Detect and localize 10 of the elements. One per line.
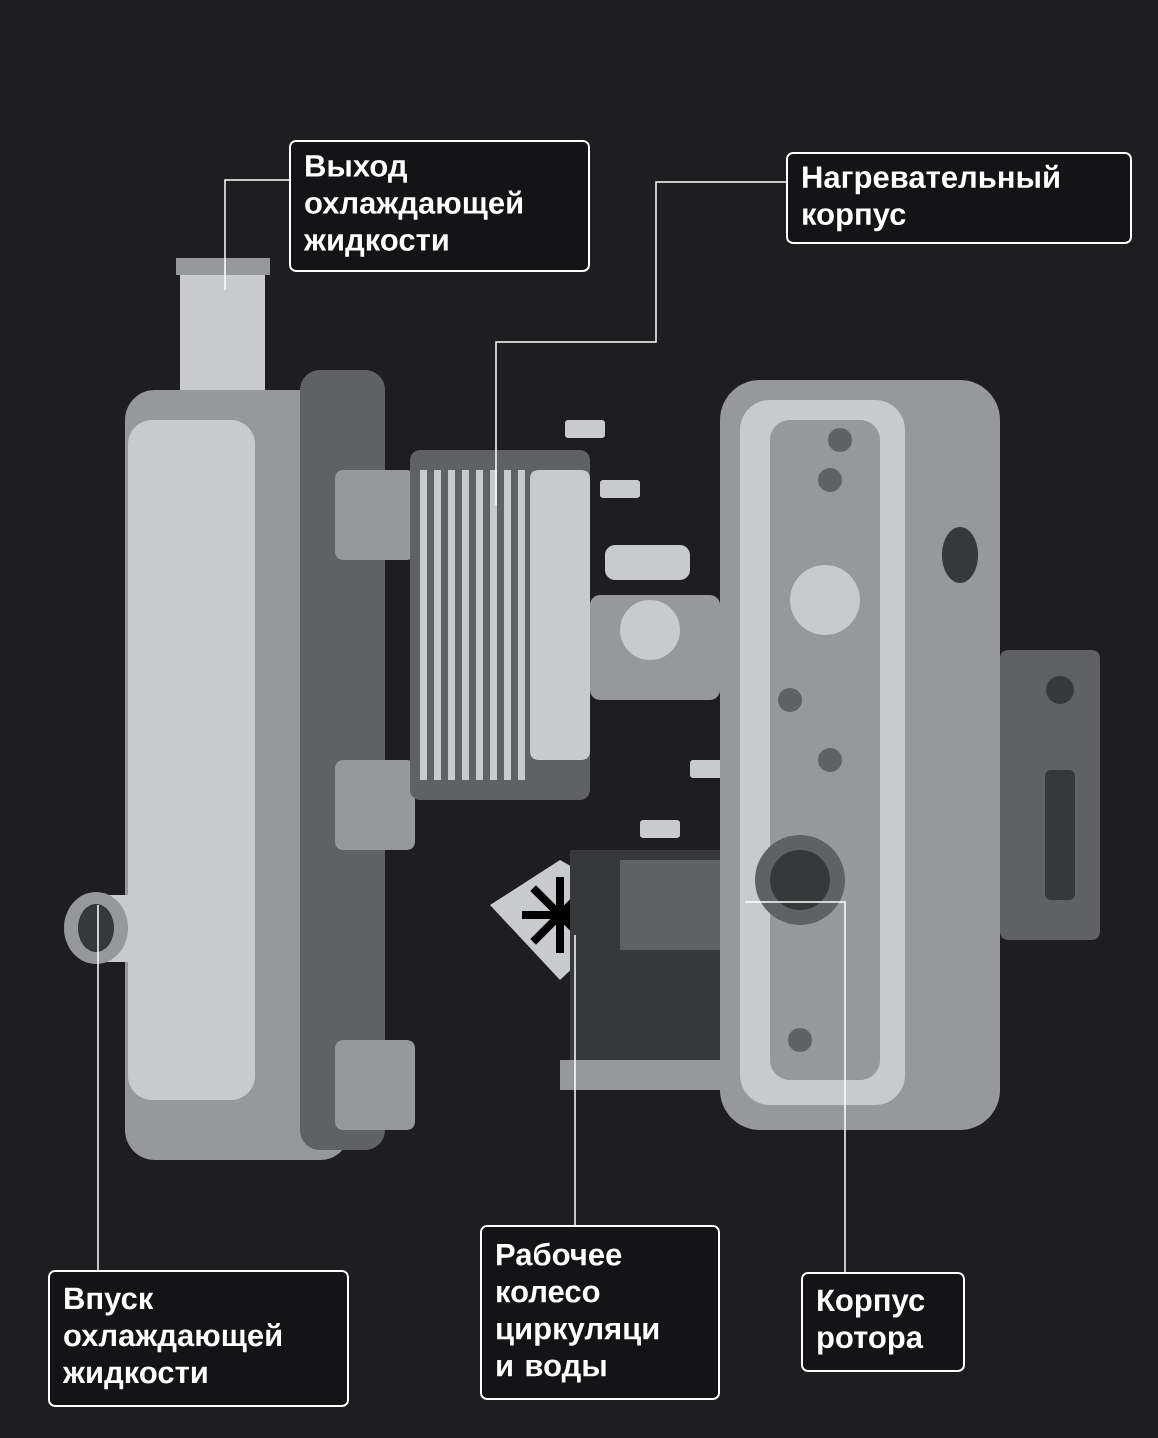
callout-box: Корпус ротора xyxy=(801,1272,965,1372)
callout-box: Выход охлаждающей жидкости xyxy=(289,140,590,272)
callout-box: Нагревательный корпус xyxy=(786,152,1132,244)
callout-box: Рабочее колесо циркуляци и воды xyxy=(480,1225,720,1400)
leader-line xyxy=(97,904,99,1271)
callout-box: Впуск охлаждающей жидкости xyxy=(48,1270,349,1407)
leader-line xyxy=(744,901,846,1273)
leader-line xyxy=(495,181,787,506)
leader-line xyxy=(574,934,576,1226)
leader-line xyxy=(224,179,290,291)
